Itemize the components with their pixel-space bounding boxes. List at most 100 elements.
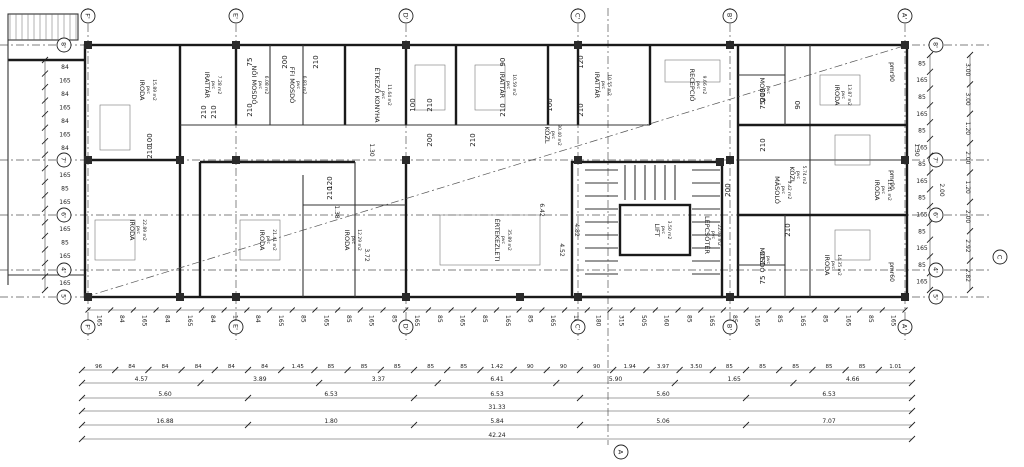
axis-bubble-circle (897, 8, 913, 24)
dimension-text: 3.37 (372, 376, 386, 383)
room-area: 10.59 m2 (511, 74, 517, 96)
dimension-text: 7.07 (822, 418, 836, 425)
axis-bubble-circle (228, 319, 244, 335)
axis-bubble-circle (613, 444, 629, 460)
plan-annotation: 1.38 (333, 205, 340, 219)
plan-annotation-text: 3.72 (363, 248, 370, 262)
room-floor: pvc (295, 81, 300, 90)
door-dimension: 75 (759, 276, 767, 285)
axis-bubble-label: 6' (60, 212, 68, 218)
room-floor: pvc (765, 256, 770, 265)
dimension-text: 6.41 (490, 376, 504, 383)
door-dimension-text: 210 (759, 138, 767, 151)
axis-bubble: A' (897, 319, 913, 335)
dimension-tick (197, 379, 204, 387)
dimension-text: 85 (394, 364, 401, 370)
room-floor: pvc (660, 226, 665, 235)
axis-bubble-circle (570, 8, 586, 24)
dimension-text: 84 (163, 315, 170, 323)
column (402, 156, 410, 164)
dimension-text: 165 (59, 253, 71, 260)
axis-bubble-label: 6' (932, 212, 940, 218)
dimension-tick (926, 135, 934, 143)
room-area: 3.50 m2 (666, 221, 672, 240)
dimension-label: 165 (753, 315, 760, 327)
axis-bubble-text: 6' (60, 212, 68, 218)
dimension-label: 84 (118, 315, 125, 323)
dimension-text: 1.80 (324, 418, 338, 425)
door-dimension-text: 210 (200, 105, 208, 118)
dimension-text: 84 (195, 364, 202, 370)
dimension-label: 165 (458, 315, 465, 327)
door-dimension-text: 210 (146, 145, 154, 158)
dimension-text: 5.90 (609, 376, 623, 383)
column (574, 156, 582, 164)
door-dimension: 210 (210, 105, 218, 118)
column (84, 156, 92, 164)
room-area: 6.83 m2 (301, 76, 307, 95)
axis-bubble-label: E' (232, 13, 240, 19)
dimension-text: 85 (61, 186, 69, 193)
dimension-label: 85 (390, 315, 397, 323)
dimension-text: 85 (345, 315, 352, 323)
dimension-text: 1.20 (964, 122, 971, 136)
door-dimension-text: 90 (499, 58, 507, 67)
dimension-text: 85 (867, 315, 874, 323)
room-name: ÉTKEZŐ KONYHA (373, 67, 382, 123)
dimension-tick (410, 421, 418, 429)
dimension-tick (842, 366, 849, 374)
door-dimension-text: 75 (759, 101, 767, 110)
column (84, 293, 92, 301)
door-dimension-text: 210 (246, 103, 254, 116)
door-dimension: 75 (759, 101, 767, 110)
door-dimension-text: 200 (426, 133, 434, 146)
door-dimension-text: 200 (724, 183, 732, 196)
dimension-tick (902, 307, 908, 313)
dimension-label: 165 (890, 315, 897, 327)
door-dimension: 210 (246, 103, 254, 116)
room-name: LÉPCSŐTÉR (703, 216, 712, 255)
axis-bubble-circle (928, 207, 944, 223)
dimension-tick (926, 202, 934, 210)
dimension-tick (78, 421, 86, 429)
room-area: 15.89 m2 (151, 79, 157, 101)
dimension-tick (908, 407, 916, 415)
dimension-tick (41, 83, 49, 91)
dimension-tick (153, 307, 159, 313)
dimension-text: 85 (481, 315, 488, 323)
axis-bubble-circle (928, 289, 944, 305)
dimension-tick (576, 394, 584, 402)
axis-bubble-label: C' (574, 324, 582, 331)
dimension-tick (966, 139, 974, 147)
dimension-tick (277, 366, 285, 374)
axis-bubble-label: F' (84, 324, 92, 330)
room-name: ÉRTEKEZLETI (493, 219, 502, 262)
column (402, 41, 410, 49)
door-dimension-text: 210 (759, 88, 767, 101)
dimension-tick (609, 366, 617, 374)
dimension-tick (244, 394, 252, 402)
dimension-tick (41, 70, 49, 77)
column (402, 293, 410, 301)
dimension-tick (311, 366, 318, 374)
dimension-text: 90 (593, 364, 600, 370)
dimension-label: 2.00 (964, 210, 971, 224)
axis-bubble-text: B' (726, 13, 734, 19)
dimension-text: 84 (261, 364, 268, 370)
dimension-tick (629, 307, 636, 313)
dimension-text: 85 (918, 94, 926, 101)
dimension-tick (78, 379, 86, 387)
axis-bubble-text: 8' (60, 42, 68, 48)
dimension-text: 85 (685, 315, 692, 323)
room-name: IRODA (128, 220, 136, 241)
room-name: NŐI MOSDÓ (250, 66, 259, 105)
dimension-text: 85 (726, 364, 733, 370)
axis-bubble: D' (398, 319, 414, 335)
dimension-text: 165 (141, 315, 148, 327)
dimension-text: 2.92 (964, 239, 971, 253)
